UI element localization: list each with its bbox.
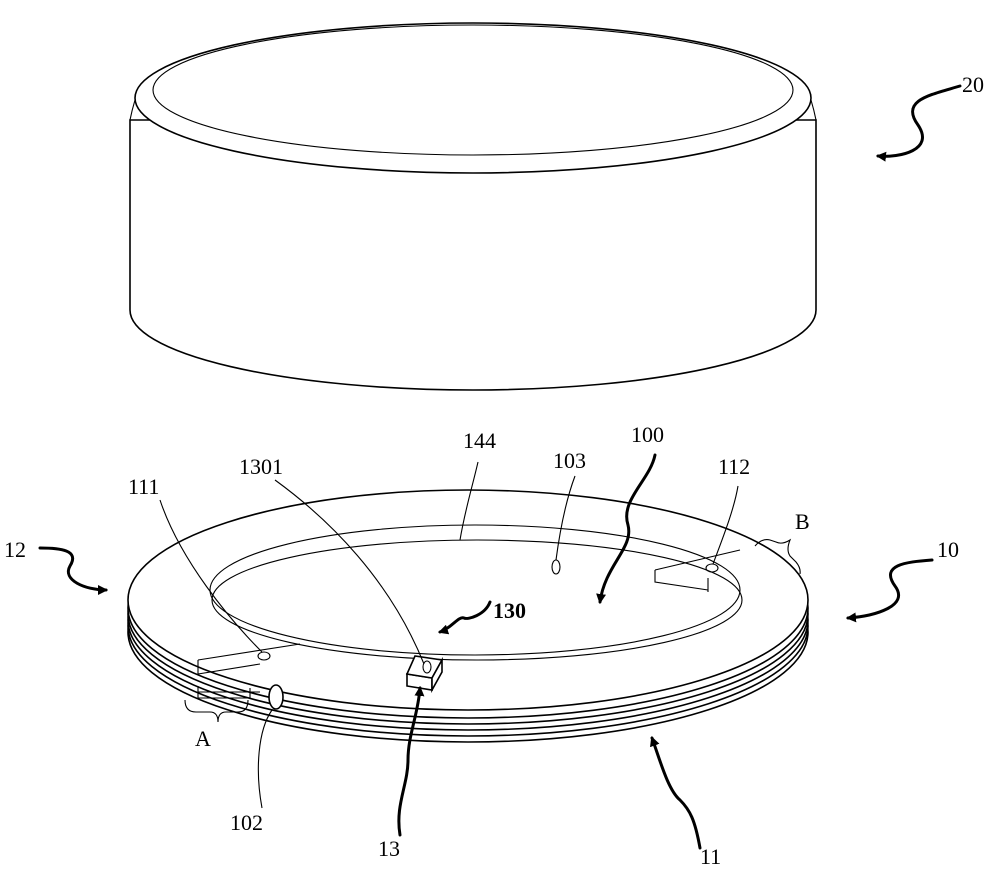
label-100: 100 bbox=[631, 422, 664, 447]
label-A: A bbox=[195, 726, 211, 751]
label-144: 144 bbox=[463, 428, 496, 453]
label-103: 103 bbox=[553, 448, 586, 473]
label-111: 111 bbox=[128, 474, 159, 499]
label-B: B bbox=[795, 509, 810, 534]
label-20: 20 bbox=[962, 72, 984, 97]
ring-part bbox=[128, 490, 808, 742]
label-102: 102 bbox=[230, 810, 263, 835]
cap-part bbox=[130, 23, 816, 390]
label-1301: 1301 bbox=[239, 454, 283, 479]
label-130: 130 bbox=[493, 598, 526, 623]
label-112: 112 bbox=[718, 454, 750, 479]
label-13: 13 bbox=[378, 836, 400, 861]
label-12: 12 bbox=[4, 537, 26, 562]
label-10: 10 bbox=[937, 537, 959, 562]
label-11: 11 bbox=[700, 844, 721, 868]
